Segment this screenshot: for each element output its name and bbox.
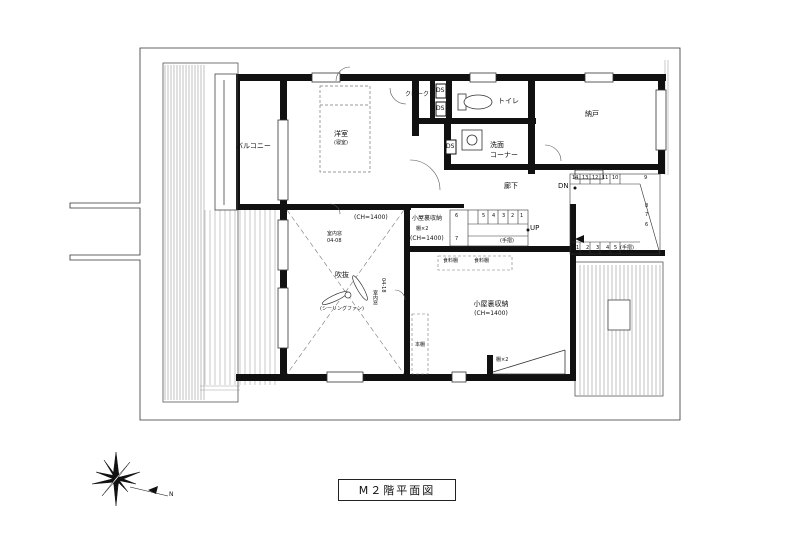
attic-stair-num: 4 bbox=[492, 213, 496, 219]
room-label-western: 洋室 bbox=[334, 130, 348, 138]
walls bbox=[236, 74, 666, 381]
dn-label: DN bbox=[558, 182, 569, 190]
room-label-closet: クローク bbox=[405, 91, 430, 98]
stair-num: 1 bbox=[576, 245, 580, 251]
left-deck bbox=[164, 65, 205, 400]
indoor-window-code-2: 04-18 bbox=[380, 278, 386, 293]
attic-stair-num: 7 bbox=[455, 236, 459, 242]
ds-label-3: DS bbox=[446, 143, 455, 150]
shelf-x2-small-label: 棚×2 bbox=[416, 226, 429, 232]
stair-num: 13 bbox=[582, 175, 589, 181]
stair-num: 6 bbox=[645, 222, 649, 228]
main-stair bbox=[569, 173, 661, 255]
plan-title: M２階平面図 bbox=[338, 479, 456, 501]
ds-label-2: DS bbox=[436, 105, 445, 112]
compass-rose bbox=[91, 451, 141, 507]
attic-stair-num: 2 bbox=[511, 213, 515, 219]
food-storage-label-2: 食料棚 bbox=[474, 258, 490, 264]
stair-num: 14 bbox=[572, 175, 579, 181]
room-label-wash-1: 洗面 bbox=[490, 141, 504, 149]
bed bbox=[319, 85, 371, 173]
indoor-window-label-1: 室内窓 bbox=[327, 231, 343, 237]
room-label-attic-small: 小屋裏収納 bbox=[412, 215, 443, 222]
indoor-window-code-1: 04-08 bbox=[327, 238, 342, 244]
handrail-label-1: (手摺) bbox=[500, 238, 514, 244]
attic-stair-num: 6 bbox=[455, 213, 459, 219]
room-label-balcony: バルコニー bbox=[236, 142, 271, 150]
stair-num: 5 bbox=[614, 245, 618, 251]
indoor-window-label-2: 室内窓 bbox=[372, 290, 378, 305]
sheet-outline bbox=[69, 47, 681, 421]
ds-label-1: DS bbox=[436, 87, 445, 94]
stair-num: 3 bbox=[596, 245, 600, 251]
stair-num: 2 bbox=[586, 245, 590, 251]
ceiling-fan bbox=[321, 275, 368, 305]
room-label-toilet: トイレ bbox=[498, 97, 519, 105]
attic-stair bbox=[449, 209, 529, 247]
compass-north-label: N bbox=[169, 491, 174, 498]
room-label-void: 吹抜 bbox=[335, 271, 349, 279]
windows bbox=[277, 72, 667, 383]
shelf-x2-main-label: 棚×2 bbox=[496, 357, 509, 363]
food-storage-label-1: 食料棚 bbox=[443, 258, 459, 264]
stair-num: 4 bbox=[606, 245, 610, 251]
bookshelf-label: 本棚 bbox=[415, 342, 426, 348]
room-label-hallway: 廊下 bbox=[504, 182, 518, 190]
toilet-fixture bbox=[457, 93, 493, 111]
room-label-attic-main: 小屋裏収納 bbox=[473, 300, 509, 308]
room-label-attic-main-ch: (CH=1400) bbox=[474, 310, 508, 317]
room-label-attic-small-ch: (CH=1400) bbox=[410, 235, 444, 242]
room-label-storage: 納戸 bbox=[585, 110, 599, 118]
attic-stair-num: 3 bbox=[502, 213, 506, 219]
attic-stair-num: 1 bbox=[520, 213, 524, 219]
stair-num: 12 bbox=[592, 175, 599, 181]
room-label-western-sub: (寝室) bbox=[334, 140, 348, 146]
handrail-label-2: (手摺) bbox=[620, 245, 634, 251]
stair-num: 8 bbox=[645, 203, 649, 209]
stair-num: 11 bbox=[602, 175, 609, 181]
room-label-wash-2: コーナー bbox=[490, 151, 518, 159]
stair-num: 7 bbox=[645, 212, 649, 218]
right-deck bbox=[579, 265, 661, 395]
room-label-ch-left: (CH=1400) bbox=[354, 214, 388, 221]
attic-stair-num: 5 bbox=[482, 213, 486, 219]
stair-num: 9 bbox=[644, 175, 648, 181]
room-label-ceiling-fan: (シーリングファン) bbox=[320, 306, 364, 312]
up-label: UP bbox=[530, 224, 540, 232]
stair-num: 10 bbox=[612, 175, 619, 181]
